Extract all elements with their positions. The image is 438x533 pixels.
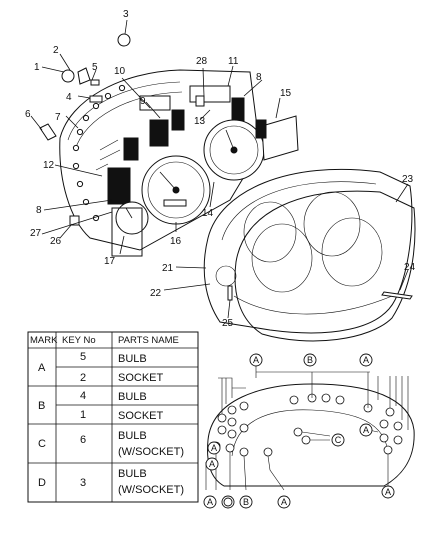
table-part-name: BULB (118, 468, 147, 480)
callout-6: 6 (25, 109, 31, 120)
bulb-mark: A (253, 355, 259, 365)
callout-5: 5 (92, 62, 98, 73)
parts-table: MARK KEY No PARTS NAME A 5 BULB 2 SOCKET… (27, 331, 199, 503)
callout-23: 23 (402, 174, 414, 185)
table-key: 6 (80, 434, 86, 446)
callout-8a: 8 (256, 72, 262, 83)
table-part-name-line2: (W/SOCKET) (118, 484, 184, 496)
table-mark-b: B (38, 400, 45, 412)
bulb-mark-circles: A B A A A A C A A A B A (203, 353, 395, 509)
table-key: 4 (80, 390, 86, 402)
circuit-block (171, 109, 185, 131)
bulb-mark: B (243, 497, 249, 507)
table-part-name-line2: (W/SOCKET) (118, 446, 184, 458)
table-part-name: BULB (118, 391, 147, 403)
callout-11: 11 (228, 56, 239, 67)
bulb-mark: A (363, 425, 369, 435)
bulb-mark: A (281, 497, 287, 507)
callout-8b: 8 (36, 205, 42, 216)
callout-10: 10 (114, 66, 126, 77)
case-mounting-holes (72, 84, 126, 222)
table-key: 2 (80, 372, 86, 384)
callout-28: 28 (196, 56, 208, 67)
table-key: 3 (80, 477, 86, 489)
leader-lines (30, 19, 409, 319)
callout-24: 24 (404, 262, 416, 273)
bulb-mark: A (209, 459, 215, 469)
callout-numbers: 1 2 3 4 5 6 7 8 8 9 10 11 12 13 14 15 16… (25, 9, 416, 329)
bulb-mark: B (307, 355, 313, 365)
table-mark-a: A (38, 362, 46, 374)
callout-7: 7 (55, 112, 61, 123)
table-key: 1 (80, 409, 86, 421)
table-header-mark: MARK (30, 335, 58, 346)
callout-17: 17 (104, 256, 116, 267)
bulb-mark: A (207, 497, 213, 507)
bulb-socket-parts (39, 33, 413, 301)
callout-21: 21 (162, 263, 174, 274)
callout-1: 1 (34, 62, 40, 73)
table-part-name: BULB (118, 353, 147, 365)
bulb-mark: A (211, 443, 217, 453)
speedometer-gauge (141, 155, 211, 225)
table-part-name: BULB (118, 430, 147, 442)
callout-2: 2 (53, 45, 59, 56)
callout-16: 16 (170, 236, 182, 247)
callout-22: 22 (150, 288, 162, 299)
callout-15: 15 (280, 88, 292, 99)
tachometer-gauge (203, 119, 265, 181)
callout-14: 14 (202, 208, 214, 219)
table-mark-c: C (38, 438, 46, 450)
bulb-mark: A (385, 487, 391, 497)
callout-25: 25 (222, 318, 234, 329)
table-header-parts-name: PARTS NAME (118, 335, 179, 346)
circuit-block (123, 137, 139, 161)
table-part-name: SOCKET (118, 410, 164, 422)
table-part-name: SOCKET (118, 372, 164, 384)
bulb-mark: C (335, 435, 342, 445)
callout-13: 13 (194, 116, 206, 127)
circuit-block (107, 167, 131, 205)
bulb-mark: A (363, 355, 369, 365)
callout-3: 3 (123, 9, 129, 20)
callout-4: 4 (66, 92, 72, 103)
bulb-location-map: A B A A A A C A A A B A (203, 353, 415, 509)
table-key: 5 (80, 351, 86, 363)
callout-26: 26 (50, 236, 62, 247)
small-gauge (111, 201, 149, 257)
callout-27: 27 (30, 228, 42, 239)
callout-9: 9 (140, 96, 146, 107)
circuit-block (149, 119, 169, 147)
board-part-15 (255, 115, 299, 161)
table-mark-d: D (38, 477, 46, 489)
callout-12: 12 (43, 160, 55, 171)
front-lens (234, 190, 416, 342)
table-header-key: KEY No (62, 335, 96, 346)
